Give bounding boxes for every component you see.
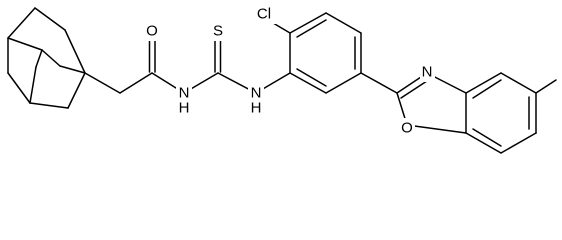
atom-label-aryl-hydrogen: H bbox=[251, 100, 262, 117]
bond bbox=[535, 79, 557, 94]
bond bbox=[34, 7, 66, 31]
bond bbox=[500, 132, 537, 154]
bond bbox=[29, 102, 69, 109]
bond bbox=[400, 78, 431, 99]
atom-labels: O N H S N H Cl N O bbox=[144, 4, 435, 138]
bond bbox=[472, 79, 502, 99]
atom-label-carbonyl-oxygen: O bbox=[146, 23, 158, 40]
bond bbox=[296, 19, 327, 38]
bond bbox=[360, 72, 398, 94]
bond bbox=[325, 72, 362, 94]
bond bbox=[296, 68, 327, 87]
bond bbox=[59, 65, 86, 74]
atom-label-amide-hydrogen: H bbox=[179, 100, 190, 117]
bond bbox=[35, 49, 43, 68]
bond bbox=[7, 37, 43, 51]
bond bbox=[7, 72, 31, 104]
bond bbox=[500, 72, 537, 94]
bond bbox=[29, 66, 37, 104]
bond bbox=[64, 29, 86, 74]
bond bbox=[465, 132, 502, 154]
atom-label-aryl-nitrogen: N bbox=[251, 85, 262, 102]
atom-label-sulfur: S bbox=[213, 23, 223, 40]
adamantane-cage bbox=[7, 7, 86, 109]
bond bbox=[472, 128, 502, 147]
bond bbox=[84, 72, 121, 94]
bond bbox=[325, 12, 362, 34]
bond bbox=[406, 124, 467, 134]
chlorophenyl-ring bbox=[267, 12, 362, 94]
bond bbox=[289, 72, 327, 94]
benzoxazole bbox=[360, 72, 557, 154]
atom-label-oxazole-nitrogen: N bbox=[422, 64, 433, 81]
bond bbox=[465, 72, 502, 94]
bond bbox=[67, 72, 86, 109]
bond bbox=[119, 72, 153, 94]
atom-label-chlorine: Cl bbox=[257, 6, 271, 23]
atom-label-oxazole-oxygen: O bbox=[401, 120, 413, 137]
bond bbox=[7, 7, 36, 39]
atom-label-amide-nitrogen: N bbox=[179, 85, 190, 102]
chemical-structure: O N H S N H Cl N O bbox=[7, 4, 557, 154]
bond bbox=[289, 12, 327, 34]
bond bbox=[41, 49, 61, 67]
